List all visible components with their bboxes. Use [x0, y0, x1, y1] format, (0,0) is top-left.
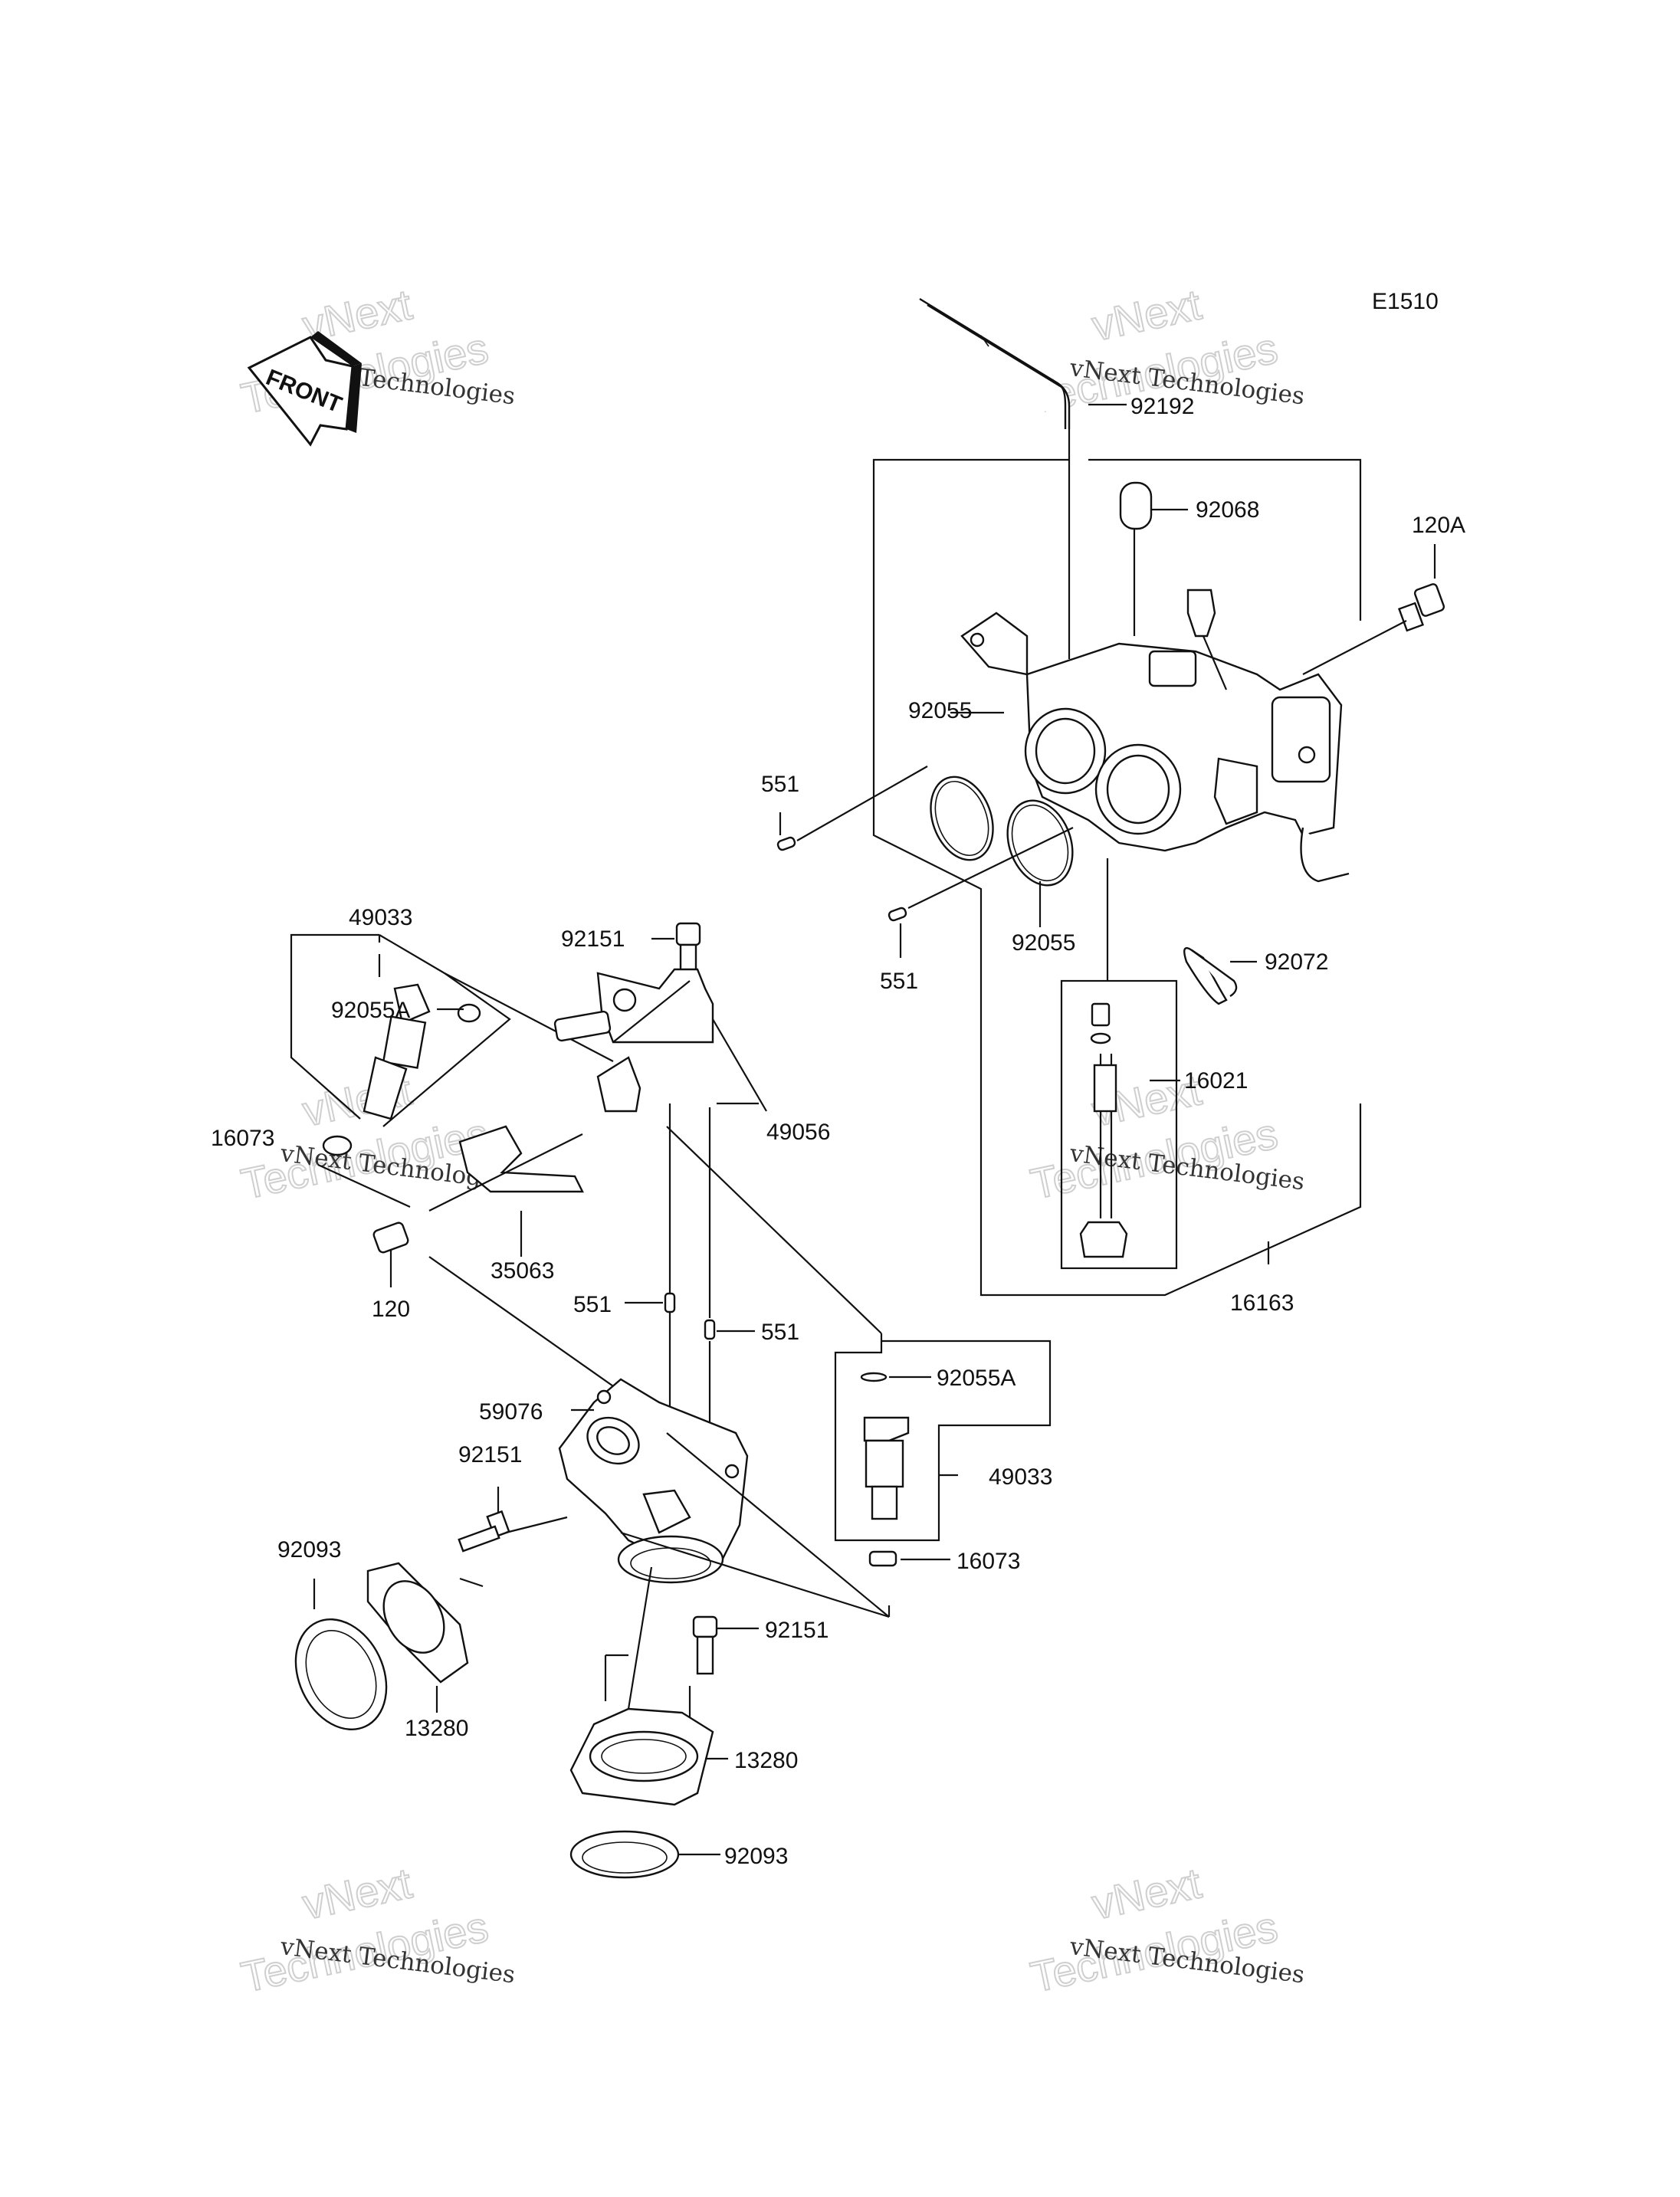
front-arrow-icon: FRONT — [247, 331, 362, 447]
collar-16073-left — [317, 1135, 411, 1208]
label-92151-top: 92151 — [561, 926, 625, 952]
bracket-35063-part — [428, 1125, 584, 1257]
label-13280-right: 13280 — [734, 1748, 798, 1773]
injector-group-49033-right — [834, 1333, 1052, 1542]
bolt-92151-low — [688, 1615, 759, 1724]
screw-120A-part — [1302, 544, 1445, 675]
pin-551-upper-a — [776, 766, 928, 851]
label-16073-right: 16073 — [956, 1549, 1020, 1574]
label-120: 120 — [372, 1297, 410, 1322]
vent-hose-part — [919, 297, 1127, 659]
label-92055-upper: 92055 — [908, 698, 972, 723]
pin-551-mid-b — [704, 1107, 755, 1425]
label-551-d: 551 — [761, 1320, 799, 1345]
label-92151-mid: 92151 — [458, 1442, 522, 1467]
svg-text:vNext: vNext — [1088, 1858, 1206, 1928]
pin-551-upper-b — [888, 827, 1074, 958]
label-92068: 92068 — [1196, 497, 1259, 523]
leader-59076-left — [428, 1256, 637, 1403]
label-120A: 120A — [1412, 513, 1465, 538]
label-92192: 92192 — [1130, 394, 1194, 419]
o-ring-92055-upper — [930, 711, 1004, 861]
throttle-body-assembly-frame — [872, 458, 1362, 1297]
label-13280-left: 13280 — [405, 1716, 468, 1741]
watermark-bottom-right: vNext Technologies vNext Technologies — [1025, 1858, 1306, 2002]
watermark-mid-right: vNext Technologies vNext Technologies — [1025, 1064, 1306, 1208]
label-92093-left: 92093 — [277, 1537, 341, 1562]
watermark-bottom-left: vNext Technologies vNext Technologies — [236, 1858, 517, 2002]
fuel-rail-49056-part — [553, 968, 767, 1113]
label-49033-top: 49033 — [349, 905, 412, 930]
label-16073-left: 16073 — [211, 1126, 274, 1151]
band-92072-part — [1183, 946, 1257, 1005]
label-16163: 16163 — [1230, 1290, 1294, 1316]
label-92055A-right: 92055A — [937, 1366, 1016, 1391]
pin-551-mid-a — [625, 1103, 676, 1418]
label-92093-bottom: 92093 — [724, 1844, 788, 1869]
label-59076: 59076 — [479, 1399, 543, 1425]
injector-group-49033-left — [290, 933, 614, 1127]
label-551-a: 551 — [761, 772, 799, 797]
gasket-92093-bottom — [569, 1830, 720, 1879]
throttle-body-part — [960, 589, 1350, 883]
label-92055A-left: 92055A — [331, 998, 410, 1023]
spacer-13280-left — [366, 1562, 484, 1713]
svg-text:vNext: vNext — [298, 1858, 416, 1928]
adapter-13280-right — [569, 1566, 728, 1806]
gasket-92093-left — [294, 1579, 388, 1731]
label-551-b: 551 — [880, 969, 918, 994]
bolt-92151-mid — [458, 1487, 568, 1553]
cap-part — [1119, 481, 1188, 636]
label-49033-right: 49033 — [989, 1464, 1052, 1490]
label-16021: 16021 — [1184, 1068, 1248, 1094]
leader-injector-right — [666, 1126, 882, 1334]
label-92055-lower: 92055 — [1012, 930, 1075, 956]
svg-text:vNext: vNext — [1088, 280, 1206, 349]
screw-120-part — [372, 1221, 409, 1287]
label-49056: 49056 — [766, 1120, 830, 1145]
collar-16073-right — [868, 1550, 950, 1567]
intake-joint-59076-part — [558, 1378, 891, 1618]
label-35063: 35063 — [491, 1258, 554, 1284]
label-92072: 92072 — [1265, 949, 1328, 975]
label-92151-low: 92151 — [765, 1618, 829, 1643]
label-551-c: 551 — [573, 1292, 612, 1317]
diagram-code: E1510 — [1372, 289, 1439, 314]
sensor-16021-part — [1060, 858, 1180, 1270]
